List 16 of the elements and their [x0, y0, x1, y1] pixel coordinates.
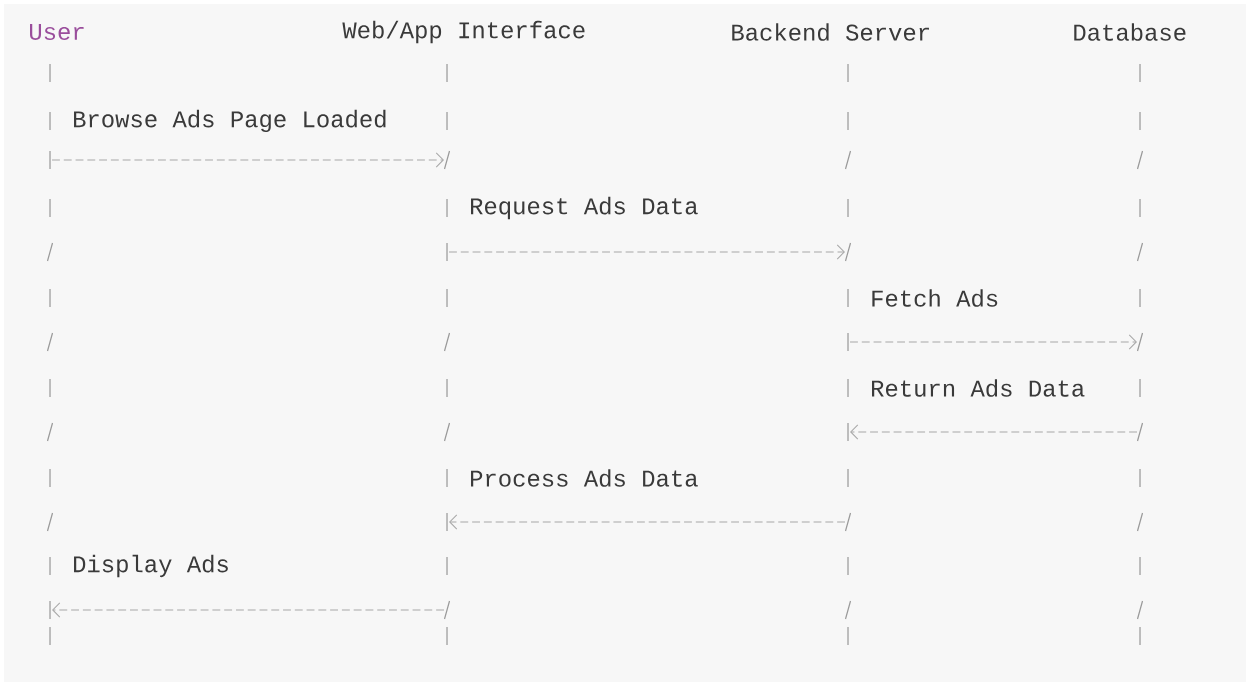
- edge-label: Process Ads Data: [467, 467, 701, 489]
- lifeline-header: User: [30, 24, 84, 40]
- arrow: [449, 514, 846, 530]
- arrow: [51, 152, 444, 168]
- lifeline-header: Web/App Interface: [342, 20, 585, 44]
- lifeline-header: Database: [1074, 23, 1186, 41]
- arrow: [52, 602, 445, 618]
- edge-label: Request Ads Data: [467, 195, 701, 221]
- arrow: [850, 424, 1138, 440]
- edge-label: Return Ads Data: [868, 377, 1087, 399]
- edge-label: Fetch Ads: [868, 287, 1001, 309]
- lifeline-header: Backend Server: [732, 23, 929, 41]
- arrow: [849, 334, 1137, 350]
- arrow: [448, 244, 845, 260]
- edge-label: Display Ads: [70, 553, 232, 579]
- edge-label: Browse Ads Page Loaded: [70, 108, 390, 134]
